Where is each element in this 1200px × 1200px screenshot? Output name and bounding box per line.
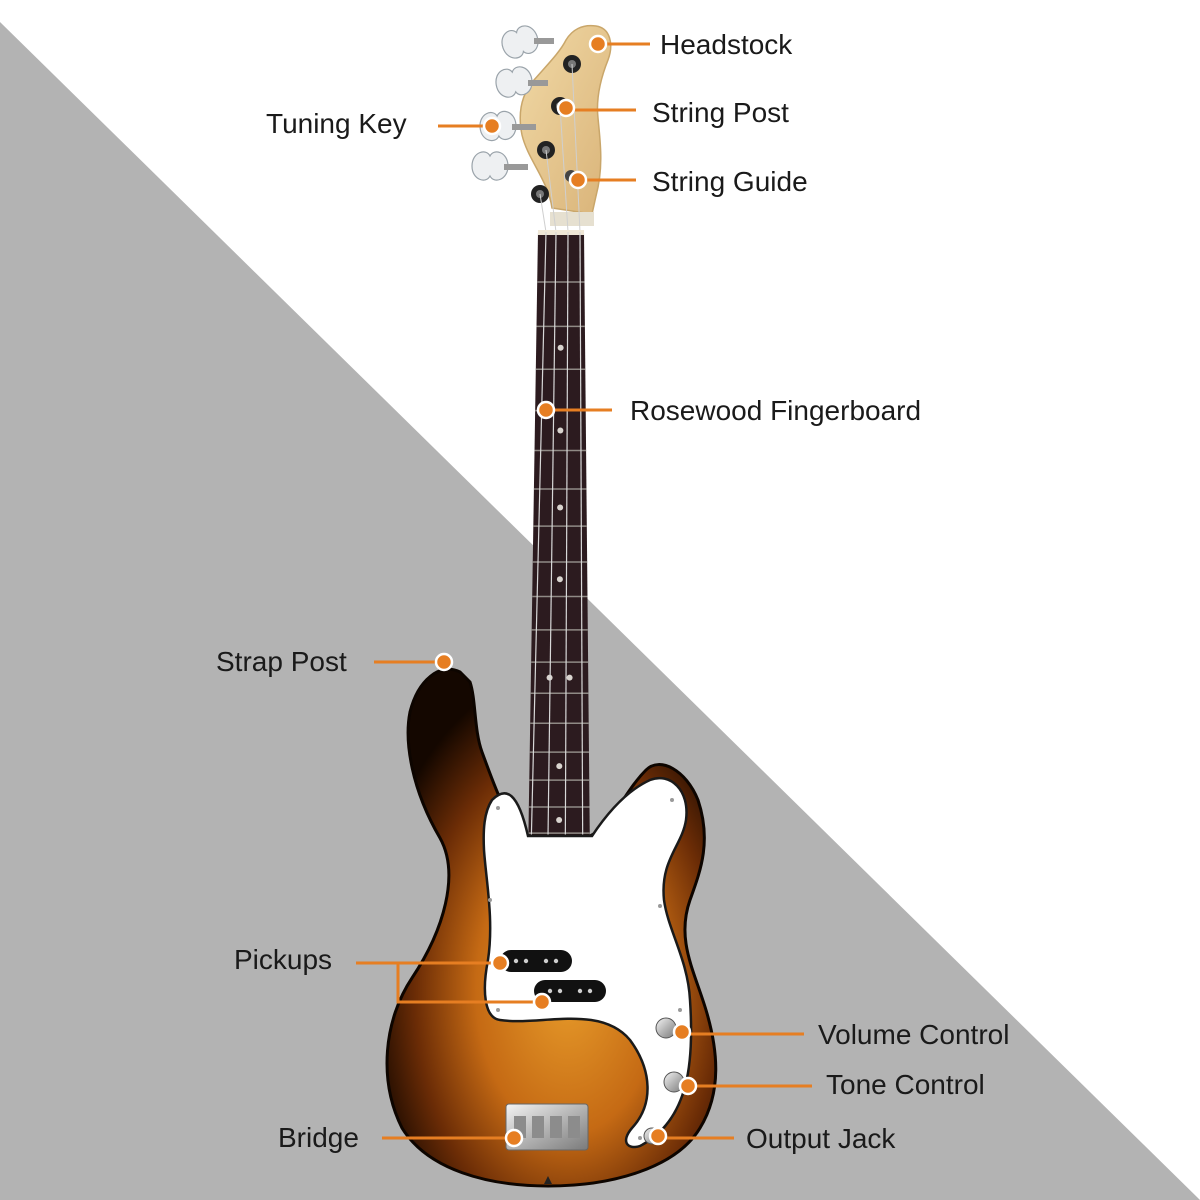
dot-tone xyxy=(678,1076,698,1096)
dot-tuning-key xyxy=(482,116,502,136)
dot-bridge xyxy=(504,1128,524,1148)
dot-output-jack xyxy=(648,1126,668,1146)
dot-fingerboard xyxy=(536,400,556,420)
callout-dots xyxy=(434,34,698,1148)
volume-knob xyxy=(655,1017,677,1039)
dot-pickup-neck xyxy=(490,953,510,973)
label-string-guide: String Guide xyxy=(652,166,808,197)
fret-markers xyxy=(546,344,573,824)
tuning-keys xyxy=(471,25,554,181)
fret-marker-dot xyxy=(557,504,564,511)
dot-volume xyxy=(672,1022,692,1042)
label-output-jack: Output Jack xyxy=(746,1123,896,1154)
label-tone-control: Tone Control xyxy=(826,1069,985,1100)
bridge xyxy=(505,1103,589,1151)
label-tuning-key: Tuning Key xyxy=(266,108,407,139)
dot-pickup-bridge xyxy=(532,992,552,1012)
label-string-post: String Post xyxy=(652,97,789,128)
label-fingerboard: Rosewood Fingerboard xyxy=(630,395,922,426)
dot-strap-post xyxy=(434,652,454,672)
fret-marker-dot xyxy=(556,763,563,770)
label-strap-post: Strap Post xyxy=(216,646,347,677)
dot-string-guide xyxy=(568,170,588,190)
neck-fingerboard xyxy=(528,230,590,860)
label-headstock: Headstock xyxy=(660,29,793,60)
headstock xyxy=(519,24,612,226)
pickups xyxy=(500,950,606,1002)
label-volume-control: Volume Control xyxy=(818,1019,1010,1050)
fret-marker-dot xyxy=(556,817,563,824)
label-bridge: Bridge xyxy=(278,1122,359,1153)
callout-lines xyxy=(356,42,812,1140)
fret-marker-dot xyxy=(557,344,564,351)
dot-string-post xyxy=(556,98,576,118)
strap-post-bottom xyxy=(544,1176,552,1184)
leader-pickups xyxy=(356,961,536,1004)
background-gray-triangle xyxy=(0,22,1200,1200)
dot-headstock xyxy=(588,34,608,54)
fret-marker-dot xyxy=(566,674,573,681)
fret-marker-dot xyxy=(556,576,563,583)
fret-marker-dot xyxy=(557,427,564,434)
headstock-strings xyxy=(539,63,581,233)
label-pickups: Pickups xyxy=(234,944,333,975)
